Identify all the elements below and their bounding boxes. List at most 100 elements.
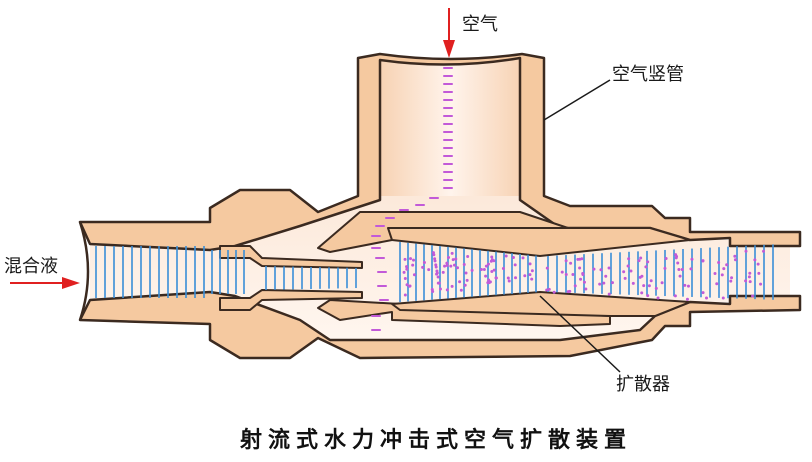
- air-bubble: [582, 280, 586, 284]
- air-bubble: [489, 259, 493, 263]
- air-bubble: [640, 291, 644, 295]
- air-bubble: [452, 263, 456, 267]
- air-bubble: [564, 272, 568, 276]
- air-bubble: [642, 284, 646, 288]
- air-bubble: [701, 291, 705, 295]
- air-bubble: [450, 251, 454, 255]
- air-bubble: [450, 284, 454, 288]
- air-bubble: [479, 268, 483, 272]
- air-bubble: [569, 261, 573, 265]
- air-bubble: [715, 282, 719, 286]
- air-bubble: [678, 274, 682, 278]
- air-bubble: [545, 288, 549, 292]
- air-bubble: [592, 267, 596, 271]
- air-bubble: [407, 284, 411, 288]
- air-bubble: [465, 278, 469, 282]
- air-guide-lower: [317, 299, 611, 327]
- air-bubble: [545, 266, 549, 270]
- air-bubble: [411, 263, 415, 267]
- air-bubble: [504, 254, 508, 258]
- air-bubble: [530, 269, 534, 273]
- air-bubble: [744, 279, 748, 283]
- air-bubble: [488, 280, 492, 284]
- inlet-opening: [78, 221, 90, 321]
- air-bubble: [409, 257, 413, 261]
- air-bubble: [654, 286, 658, 290]
- air-bubble: [607, 266, 611, 270]
- air-bubble: [631, 281, 635, 285]
- air-bubble: [501, 266, 505, 270]
- air-bubble: [638, 275, 642, 279]
- air-bubble: [748, 271, 752, 275]
- air-bubble: [627, 257, 631, 261]
- riser-label: 空气竖管: [612, 64, 684, 85]
- air-bubble: [431, 290, 435, 294]
- air-bubble: [466, 255, 470, 259]
- air-bubble: [660, 281, 664, 285]
- diffuser-lower-wall: [391, 291, 691, 317]
- air-bubble: [528, 262, 532, 266]
- air-bubble: [729, 279, 733, 283]
- air-bubble: [484, 264, 488, 268]
- air-bubble: [530, 277, 534, 281]
- air-bubble: [581, 273, 585, 277]
- body-upper-shell: [78, 52, 802, 252]
- air-bubble: [720, 273, 724, 277]
- air-bubble: [521, 256, 525, 260]
- air-bubble: [649, 279, 653, 283]
- air-bubble: [470, 268, 474, 272]
- air-bubble: [656, 296, 660, 300]
- air-bubble: [663, 266, 667, 270]
- air-bubble: [523, 274, 527, 278]
- air-bubble: [405, 267, 409, 271]
- air-bubble: [494, 276, 498, 280]
- diffuser-label: 扩散器: [616, 374, 670, 395]
- air-bubble: [747, 275, 751, 279]
- air-bubble: [427, 268, 431, 272]
- air-bubble: [547, 287, 551, 291]
- air-bubble: [459, 288, 463, 292]
- air-bubble: [610, 281, 614, 285]
- air-bubble: [462, 263, 466, 267]
- air-bubble: [680, 268, 684, 272]
- air-bubble: [412, 258, 416, 262]
- air-bubble: [730, 276, 734, 280]
- air-bubble: [584, 287, 588, 291]
- air-bubble: [486, 281, 490, 285]
- air-bubble: [433, 259, 437, 263]
- air-bubble: [435, 271, 439, 275]
- water-flow-lines: [95, 242, 774, 302]
- air-bubble: [689, 267, 693, 271]
- air-bubble: [560, 270, 564, 274]
- air-bubble: [705, 296, 709, 300]
- air-bubble: [451, 258, 455, 262]
- air-bubble: [576, 257, 580, 261]
- air-bubble: [579, 277, 583, 281]
- air-bubble: [432, 253, 436, 257]
- air-bubble: [405, 265, 409, 269]
- air-bubble: [421, 265, 425, 269]
- air-inlet-arrow: [443, 8, 455, 58]
- air-bubble: [437, 281, 441, 285]
- air-bubble: [647, 284, 651, 288]
- air-bubble: [568, 289, 572, 293]
- air-bubble: [756, 262, 760, 266]
- air-bubble: [403, 276, 407, 280]
- inner-cavity: [90, 58, 790, 340]
- riser-leader-line: [543, 79, 611, 121]
- air-bubble: [422, 260, 426, 264]
- air-bubble: [713, 271, 717, 275]
- air-bubble: [607, 292, 611, 296]
- air-bubble: [434, 265, 438, 269]
- air-bubble: [482, 267, 486, 271]
- air-bubble: [405, 283, 409, 287]
- air-bubble: [646, 260, 650, 264]
- air-bubble: [623, 276, 627, 280]
- air-bubble: [484, 274, 488, 278]
- air-bubble: [571, 273, 575, 277]
- air-bubble: [721, 296, 725, 300]
- air-bubble: [403, 293, 407, 297]
- air-bubble: [458, 280, 462, 284]
- diagram-title: 射流式水力冲击式空气扩散装置: [239, 427, 632, 453]
- air-bubble: [528, 273, 532, 277]
